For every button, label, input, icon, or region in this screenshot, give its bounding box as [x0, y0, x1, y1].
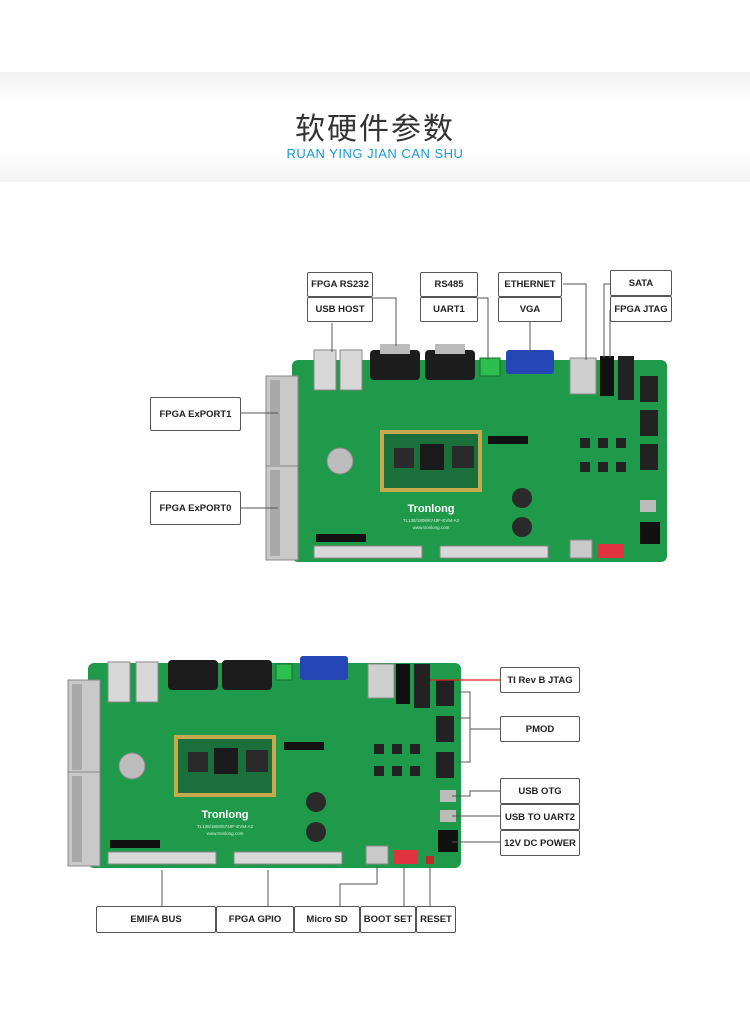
top-board-model: TL138/1808/6748F-EVM-A2 [403, 518, 460, 523]
label-fpga-export0: FPGA ExPORT0 [150, 491, 241, 525]
label-usb-host: USB HOST [307, 297, 373, 322]
label-usb-uart2: USB TO UART2 [500, 804, 580, 830]
label-emifa-bus: EMIFA BUS [96, 906, 216, 933]
label-boot-set: BOOT SET [360, 906, 416, 933]
top-board-brand: Tronlong [407, 503, 454, 515]
bottom-board-model: TL138/1808/6748F-EVM-A2 [197, 824, 254, 829]
label-dc-power: 12V DC POWER [500, 830, 580, 856]
page-subtitle: RUAN YING JIAN CAN SHU [286, 146, 464, 161]
label-pmod: PMOD [500, 716, 580, 742]
label-sata: SATA [610, 270, 672, 296]
bottom-board [67, 656, 461, 868]
label-rs485: RS485 [420, 272, 478, 297]
label-usb-otg: USB OTG [500, 778, 580, 804]
bottom-leader-lines [161, 691, 500, 906]
label-uart1: UART1 [420, 297, 478, 322]
label-fpga-jtag: FPGA JTAG [610, 296, 672, 322]
page-title: 软硬件参数 [295, 112, 455, 147]
bottom-board-brand: Tronlong [201, 809, 248, 821]
label-fpga-export1: FPGA ExPORT1 [150, 397, 241, 431]
label-micro-sd: Micro SD [294, 906, 360, 933]
top-board [265, 344, 667, 562]
label-reset: RESET [416, 906, 456, 933]
header-band [0, 72, 750, 182]
label-ethernet: ETHERNET [498, 272, 562, 297]
label-vga: VGA [498, 297, 562, 322]
bottom-board-url: www.tronlong.com [207, 831, 244, 836]
label-fpga-gpio: FPGA GPIO [216, 906, 294, 933]
label-fpga-rs232: FPGA RS232 [307, 272, 373, 297]
label-ti-jtag: TI Rev B JTAG [500, 667, 580, 693]
top-board-url: www.tronlong.com [413, 525, 450, 530]
